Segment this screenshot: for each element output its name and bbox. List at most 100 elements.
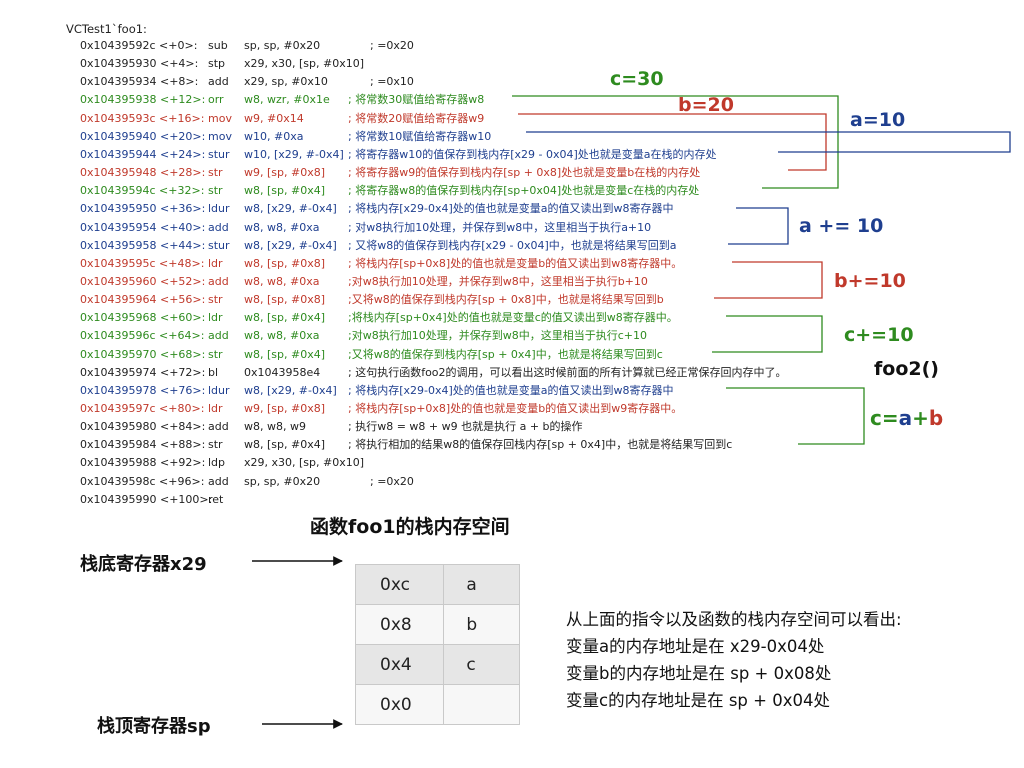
code-operands: w8, w8, #0xa <box>244 220 320 234</box>
code-operands: w8, [x29, #-0x4] <box>244 383 337 397</box>
code-operands: x29, sp, #0x10 <box>244 75 328 89</box>
b-init-annotation: b=20 <box>678 94 734 116</box>
code-comment: ; =0x10 <box>370 75 414 89</box>
code-opcode: add <box>208 75 229 89</box>
code-operands: w8, [sp, #0x4] <box>244 347 326 361</box>
code-opcode: stp <box>208 57 226 71</box>
code-operands: w8, [sp, #0x4] <box>244 311 326 325</box>
code-address: 0x10439594c <+32>: <box>80 184 205 198</box>
code-address: 0x104395964 <+56>: <box>80 293 206 307</box>
code-opcode: add <box>208 274 229 288</box>
code-operands: w8, [sp, #0x8] <box>244 293 326 307</box>
code-address: 0x104395934 <+8>: <box>80 75 199 89</box>
stack-offset-cell: 0x0 <box>354 684 445 725</box>
c-add-bracket <box>712 315 823 353</box>
code-operands: w9, [sp, #0x8] <box>244 402 326 415</box>
code-comment: ; 将寄存器w8的值保存到栈内存[sp+0x04]处也就是变量c在栈的内存处 <box>348 184 700 198</box>
code-operands: w8, [x29, #-0x4] <box>244 202 337 216</box>
code-address: 0x104395958 <+44>: <box>80 238 206 252</box>
code-comment: ; 将栈内存[x29-0x4]处的值也就是变量a的值又读出到w8寄存器中 <box>348 383 674 397</box>
stack-variable-cell: a <box>443 564 520 605</box>
stack-variable-cell: b <box>443 604 520 645</box>
code-comment: ;对w8执行加10处理，并保存到w8中，这里相当于执行b+10 <box>348 274 648 288</box>
code-opcode: mov <box>208 129 232 143</box>
code-operands: w10, [x29, #-0x4] <box>244 147 344 161</box>
code-opcode: bl <box>208 365 219 379</box>
code-address: 0x104395974 <+72>: <box>80 365 206 379</box>
code-address: 0x104395938 <+12>: <box>80 93 206 107</box>
code-opcode: ldur <box>208 202 230 216</box>
code-opcode: sub <box>208 39 228 52</box>
code-address: 0x104395990 <+100>: <box>80 492 213 506</box>
code-opcode: str <box>208 166 223 180</box>
code-address: 0x104395988 <+92>: <box>80 456 206 470</box>
code-opcode: orr <box>208 93 224 107</box>
function-header: VCTest1`foo1: <box>66 22 147 36</box>
stack-variable-cell <box>443 684 520 725</box>
sum-b: b <box>928 406 944 430</box>
summary-notes: 从上面的指令以及函数的栈内存空间可以看出: 变量a的内存地址是在 x29-0x0… <box>566 606 902 714</box>
x29-register-label: 栈底寄存器x29 <box>80 554 207 575</box>
code-comment: ; 将常数30赋值给寄存器w8 <box>348 93 485 107</box>
code-operands: w10, #0xa <box>244 129 304 143</box>
b-add-annotation: b+=10 <box>834 270 906 292</box>
stack-row: 0x0 <box>354 684 520 725</box>
code-operands: w8, [sp, #0x8] <box>244 256 326 270</box>
code-operands: w8, w8, #0xa <box>244 274 320 288</box>
code-operands: x29, x30, [sp, #0x10] <box>244 57 365 71</box>
code-operands: w8, [sp, #0x4] <box>244 438 326 452</box>
code-opcode: str <box>208 438 223 452</box>
foo2-call-annotation: foo2() <box>874 358 939 380</box>
code-comment: ; 又将w8的值保存到栈内存[x29 - 0x04]中，也就是将结果写回到a <box>348 238 677 252</box>
code-opcode: ret <box>208 492 224 506</box>
code-address: 0x10439597c <+80>: <box>80 402 205 415</box>
annotation-connectors <box>512 95 1011 445</box>
code-comment: ; 将执行相加的结果w8的值保存回栈内存[sp + 0x4]中，也就是将结果写回… <box>348 438 733 452</box>
sum-bracket <box>726 387 865 445</box>
code-address: 0x104395978 <+76>: <box>80 383 206 397</box>
b-add-bracket <box>714 261 823 299</box>
code-comment: ; 将常数10赋值给寄存器w10 <box>348 129 492 143</box>
stack-variable-cell: c <box>443 644 520 685</box>
code-address: 0x104395980 <+84>: <box>80 420 206 434</box>
summary-line-3: 变量c的内存地址是在 sp + 0x04处 <box>566 691 830 710</box>
code-comment: ; 将栈内存[x29-0x4]处的值也就是变量a的值又读出到w8寄存器中 <box>348 202 674 216</box>
code-address: 0x104395968 <+60>: <box>80 311 206 325</box>
code-address: 0x104395960 <+52>: <box>80 274 206 288</box>
code-address: 0x104395944 <+24>: <box>80 147 206 161</box>
sum-c: c= <box>870 406 899 430</box>
c-add-annotation: c+=10 <box>844 324 914 346</box>
stack-diagram-title: 函数foo1的栈内存空间 <box>310 516 510 538</box>
code-comment: ; 对w8执行加10处理，并保存到w8中，这里相当于执行a+10 <box>348 220 652 234</box>
stack-offset-cell: 0x8 <box>354 604 445 645</box>
code-operands: w9, [sp, #0x8] <box>244 166 326 180</box>
code-operands: w8, wzr, #0x1e <box>244 93 330 107</box>
code-opcode: ldr <box>208 256 223 270</box>
code-address: 0x104395940 <+20>: <box>80 129 206 143</box>
code-comment: ; 将寄存器w9的值保存到栈内存[sp + 0x8]处也就是变量b在栈的内存处 <box>348 166 701 180</box>
code-comment: ;又将w8的值保存到栈内存[sp + 0x4]中，也就是将结果写回到c <box>348 347 663 361</box>
a-add-annotation: a += 10 <box>799 215 884 237</box>
code-comment: ; =0x20 <box>370 474 414 488</box>
code-operands: sp, sp, #0x20 <box>244 474 321 488</box>
summary-line-1: 变量a的内存地址是在 x29-0x04处 <box>566 637 825 656</box>
sum-annotation: c=a+b <box>870 406 943 430</box>
code-comment: ; 将寄存器w10的值保存到栈内存[x29 - 0x04]处也就是变量a在栈的内… <box>348 147 717 161</box>
a-add-bracket <box>728 207 789 245</box>
code-opcode: ldur <box>208 383 230 397</box>
a-init-bracket <box>526 131 1011 153</box>
code-operands: 0x1043958e4 <box>244 365 321 379</box>
code-comment: ; 执行w8 = w8 + w9 也就是执行 a + b的操作 <box>348 420 583 434</box>
code-address: 0x104395954 <+40>: <box>80 220 206 234</box>
sum-plus: + <box>912 406 929 430</box>
a-init-annotation: a=10 <box>850 109 906 131</box>
code-comment: ; 将常数20赋值给寄存器w9 <box>348 111 485 125</box>
code-opcode: mov <box>208 111 232 125</box>
code-operands: sp, sp, #0x20 <box>244 39 321 52</box>
code-address: 0x10439596c <+64>: <box>80 329 205 343</box>
b-init-bracket <box>518 113 827 171</box>
